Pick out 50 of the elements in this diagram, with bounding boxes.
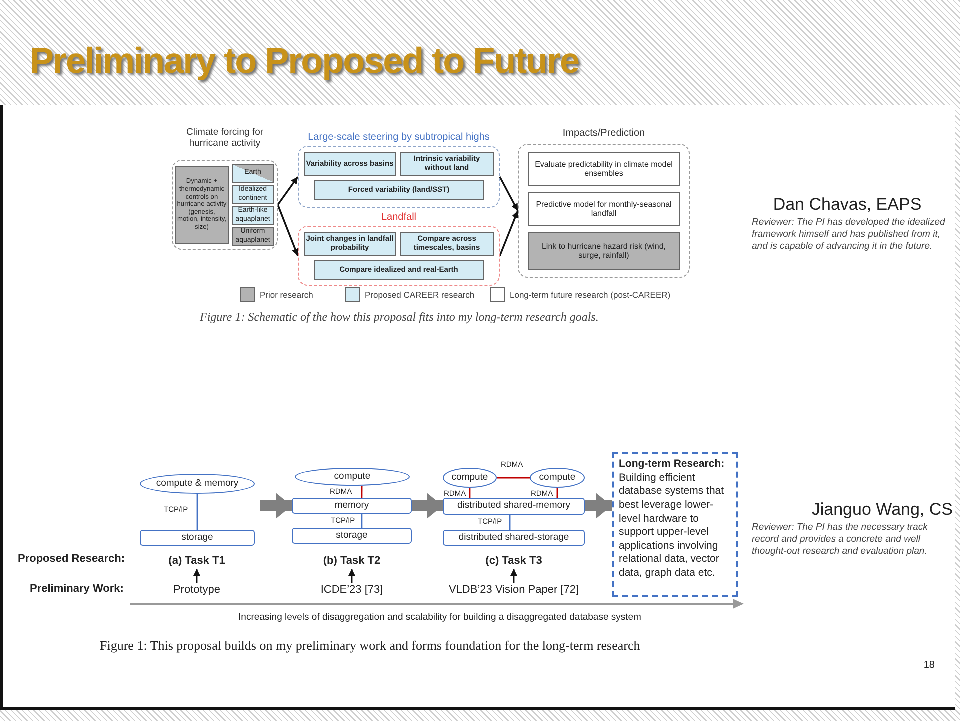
arrow [277, 176, 299, 206]
arrow [348, 569, 356, 583]
connector-line [469, 488, 471, 498]
research-box: Link to hurricane hazard risk (wind, surge, rainfall) [528, 232, 680, 270]
figure-caption: Figure 1: This proposal builds on my preliminary work and forms foundation for the long-term research [100, 638, 642, 654]
block-arrow [584, 492, 612, 519]
box-text: Building efficient database systems that best leverage lower-level hardware to support upper-level applications involving relational data, vector data, graph data etc. [619, 472, 726, 581]
research-box: Evaluate predictability in climate model ensembles [528, 152, 680, 186]
task-text: (a) Task T1 [152, 553, 242, 569]
dashed-box [612, 452, 738, 597]
legend-text: Prior research [260, 290, 314, 300]
connector-line [196, 494, 198, 530]
component-box: storage [292, 528, 412, 544]
legend-text: Proposed CAREER research [365, 290, 475, 300]
component-box: storage [140, 530, 255, 546]
component-box: distributed shared-memory [443, 498, 585, 515]
connector-line [361, 514, 363, 528]
group-heading: Climate forcing for hurricane activity [185, 128, 265, 150]
component-box: distributed shared-storage [443, 530, 585, 546]
task-text: VLDB’23 Vision Paper [72] [434, 583, 594, 598]
figure-caption: Figure 1: Schematic of the how this proposal fits into my long-term research goals. [200, 310, 600, 325]
presenter-name: Dan Chavas, EAPS [772, 194, 923, 216]
legend-text: Long-term future research (post-CAREER) [510, 290, 671, 300]
arrow [277, 204, 299, 256]
group-heading: Impacts/Prediction [562, 128, 646, 140]
connector-line [497, 477, 530, 479]
axis-caption: Increasing levels of disaggregation and scalability for building a disaggregated database system [238, 612, 642, 624]
task-text: ICDE’23 [73] [297, 583, 407, 598]
group-heading: Landfall [380, 212, 418, 224]
box-heading: Long-term Research: [619, 458, 726, 472]
presenter-name: Jianguo Wang, CS [810, 499, 953, 520]
row-label: Proposed Research: [18, 553, 126, 567]
block-arrow [412, 493, 443, 519]
arrow [510, 569, 518, 583]
block-arrow [260, 493, 292, 519]
reviewer-quote: Reviewer: The PI has the necessary track record and provides a concrete and well thought-out research and evaluation plan. [752, 522, 929, 558]
slide-title: Preliminary to Proposed to Future [30, 40, 580, 82]
component-box: memory [292, 498, 412, 514]
connector-line [509, 515, 511, 530]
task-text: (b) Task T2 [307, 553, 397, 569]
research-box: Predictive model for monthly-seasonal landfall [528, 192, 680, 226]
task-text: Prototype [147, 583, 247, 598]
task-text: (c) Task T3 [469, 553, 559, 569]
page-number: 18 [922, 660, 935, 672]
group-heading: Large-scale steering by subtropical highs [307, 132, 491, 144]
reviewer-quote: Reviewer: The PI has developed the idealized framework himself and has published from it, and is capable of advancing it in the future. [752, 217, 946, 253]
row-label: Preliminary Work: [30, 583, 125, 597]
connector-line [361, 486, 363, 498]
connector-line [556, 488, 558, 498]
arrow [194, 569, 200, 583]
